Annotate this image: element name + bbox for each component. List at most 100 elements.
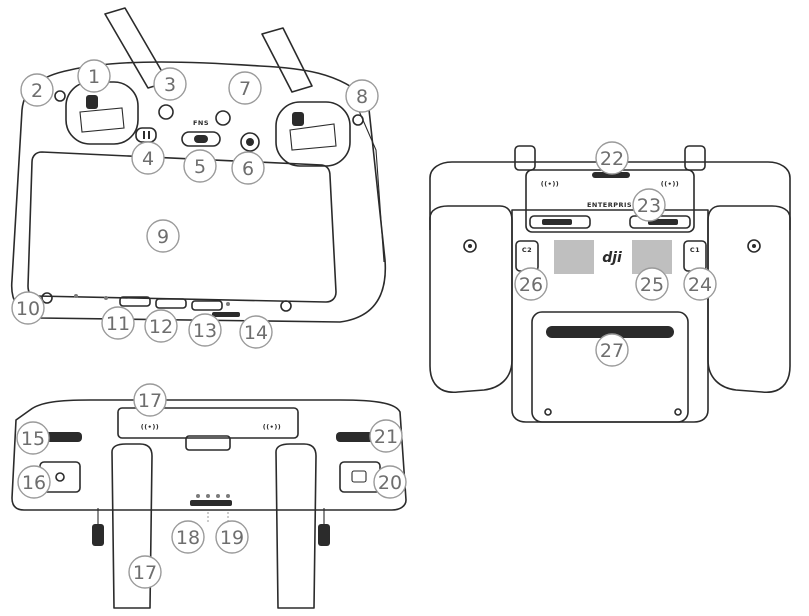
control-dial-center <box>246 138 254 146</box>
back-logo: dji <box>602 250 622 266</box>
back-handle-plate <box>531 311 689 423</box>
callout-c25: 25 <box>635 267 669 301</box>
back-body <box>511 209 709 423</box>
top-antenna-hinge <box>185 435 231 451</box>
callout-circle <box>369 419 403 453</box>
callout-number: 27 <box>600 340 624 362</box>
top-led-1 <box>196 494 200 498</box>
callout-c2: 2 <box>20 73 54 107</box>
top-antenna-right <box>275 443 317 609</box>
callout-circle <box>128 555 162 589</box>
callout-circle <box>373 465 407 499</box>
callout-c18: 18 <box>171 520 205 554</box>
callout-circle <box>635 267 669 301</box>
callout-number: 7 <box>239 78 251 100</box>
callout-circle <box>595 141 629 175</box>
callout-c10: 10 <box>11 291 45 325</box>
right-stick-grid <box>289 123 337 151</box>
callout-number: 12 <box>149 316 173 338</box>
grip-screw-left-center <box>468 244 472 248</box>
port-middle[interactable] <box>155 298 187 309</box>
corner-button-right[interactable] <box>352 114 364 126</box>
control-dial[interactable] <box>240 132 260 152</box>
callout-c21: 21 <box>369 419 403 453</box>
left-dial-wheel-grip <box>542 219 572 225</box>
back-screw-left <box>544 408 552 416</box>
back-grip-left <box>429 205 513 393</box>
callout-number: 19 <box>220 527 244 549</box>
record-icon <box>55 472 65 482</box>
callout-number: 17 <box>138 390 162 412</box>
corner-button-left[interactable] <box>54 90 66 102</box>
grip-screw-left <box>463 239 477 253</box>
mode-switch-label: FNS <box>193 119 209 127</box>
callout-circle <box>133 383 167 417</box>
left-stick-cap[interactable] <box>86 95 98 109</box>
back-handle-slot <box>546 326 674 338</box>
top-antenna-bar <box>117 407 299 439</box>
top-right-stick <box>318 524 330 546</box>
callout-number: 11 <box>106 313 130 335</box>
back-stick-top-right <box>684 145 706 171</box>
callout-circle <box>183 149 217 183</box>
c1-button-label: C1 <box>690 246 700 254</box>
callout-circle <box>514 267 548 301</box>
callout-number: 4 <box>142 148 154 170</box>
port-left[interactable] <box>119 296 151 307</box>
callout-circle <box>228 71 262 105</box>
callout-number: 14 <box>244 322 268 344</box>
callout-c13: 13 <box>188 313 222 347</box>
callout-c11: 11 <box>101 306 135 340</box>
back-antenna-icon-right: ((•)) <box>661 180 680 188</box>
callout-circle <box>131 141 165 175</box>
callout-circle <box>16 421 50 455</box>
callout-c14: 14 <box>239 315 273 349</box>
port-right[interactable] <box>191 300 223 311</box>
back-top-slot <box>592 172 630 178</box>
status-led-2 <box>104 296 108 300</box>
c2-button-label: C2 <box>522 246 532 254</box>
left-stick-well <box>65 81 139 145</box>
callout-c6: 6 <box>231 151 265 185</box>
photo-button[interactable] <box>339 461 381 493</box>
rth-button[interactable] <box>158 104 174 120</box>
front-body-edge <box>355 103 385 263</box>
callout-circle <box>144 309 178 343</box>
callout-number: 18 <box>176 527 200 549</box>
callout-number: 21 <box>374 426 398 448</box>
callout-number: 17 <box>133 562 157 584</box>
callout-circle <box>595 333 629 367</box>
callout-number: 6 <box>242 158 254 180</box>
callout-c23: 23 <box>632 188 666 222</box>
callout-circle <box>11 291 45 325</box>
left-dial-wheel[interactable] <box>529 215 591 229</box>
callout-c24: 24 <box>683 267 717 301</box>
callout-circle <box>20 73 54 107</box>
callout-number: 3 <box>164 74 176 96</box>
callout-number: 25 <box>640 274 664 296</box>
callout-circle <box>17 465 51 499</box>
callout-c17a: 17 <box>133 383 167 417</box>
callout-number: 15 <box>21 428 45 450</box>
grip-screw-right <box>747 239 761 253</box>
callout-number: 16 <box>22 472 46 494</box>
top-led-4 <box>226 494 230 498</box>
status-led-3 <box>226 302 230 306</box>
bottom-left-button[interactable] <box>41 292 53 304</box>
back-brand-text: ENTERPRISE <box>587 201 637 209</box>
speaker-grille-left <box>554 240 594 274</box>
callout-number: 26 <box>519 274 543 296</box>
callout-c9: 9 <box>146 219 180 253</box>
bottom-right-button[interactable] <box>280 300 292 312</box>
power-button[interactable] <box>215 110 231 126</box>
touchscreen[interactable] <box>27 151 337 303</box>
back-screw-right <box>674 408 682 416</box>
right-stick-cap[interactable] <box>292 112 304 126</box>
pause-button[interactable] <box>135 127 157 143</box>
right-stick-well <box>275 101 351 167</box>
callout-circle <box>632 188 666 222</box>
callout-number: 22 <box>600 148 624 170</box>
flight-mode-switch[interactable] <box>181 131 221 147</box>
